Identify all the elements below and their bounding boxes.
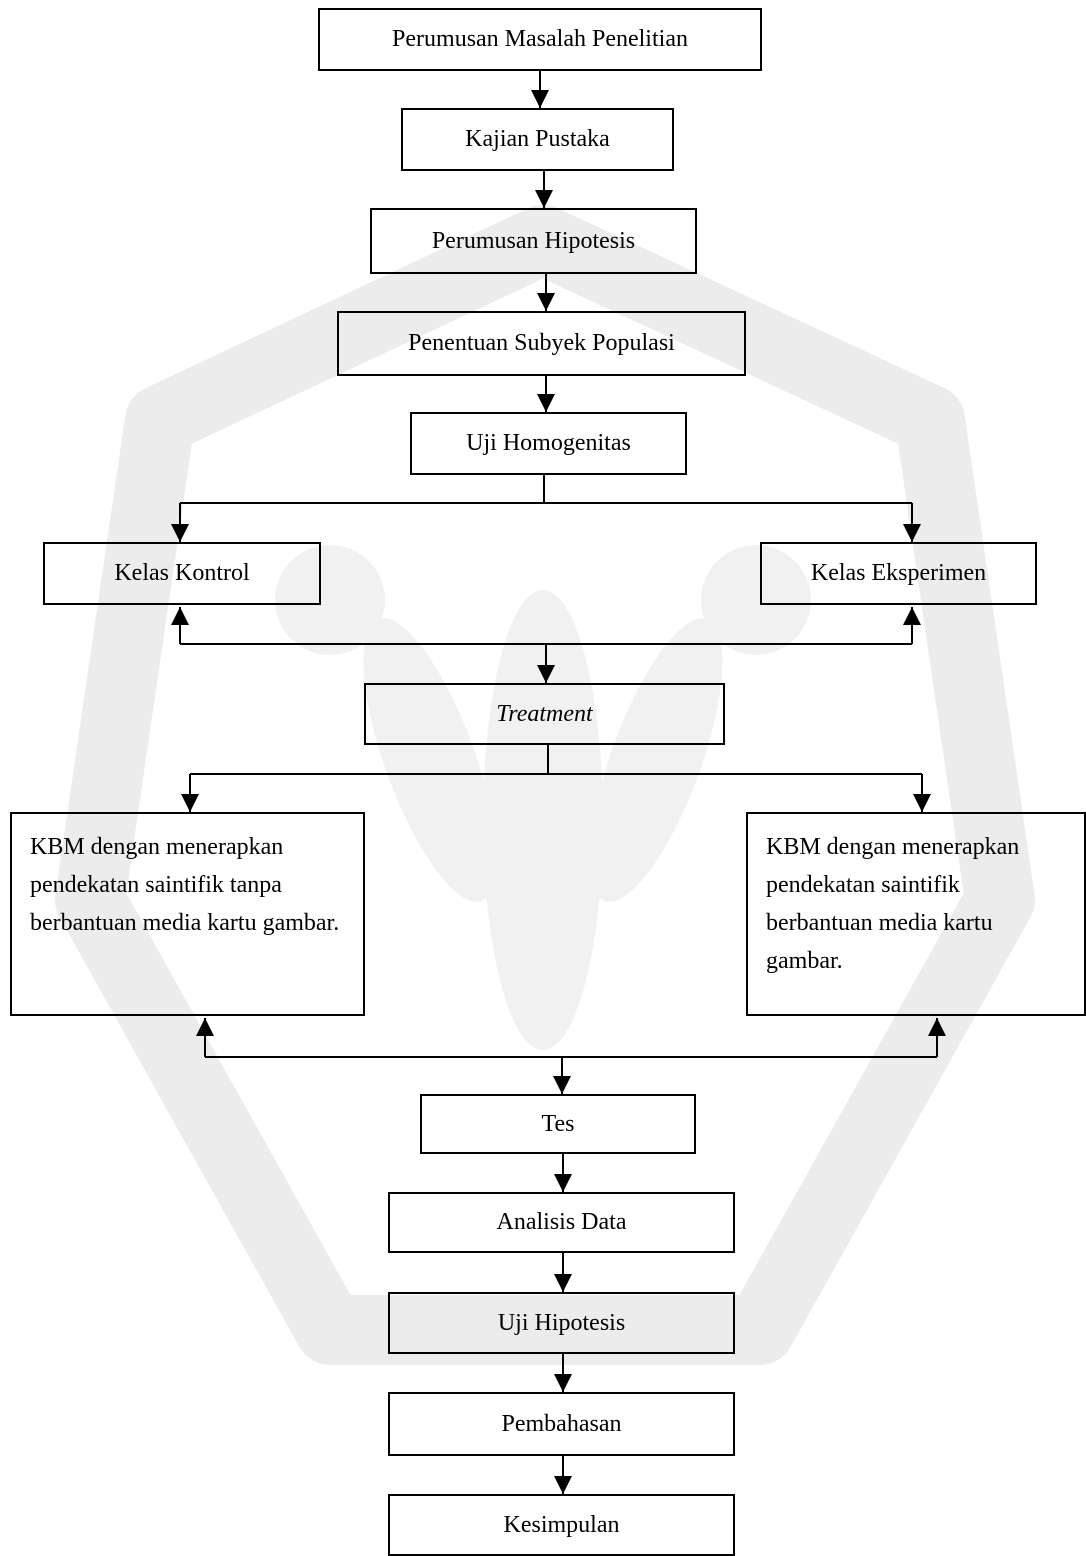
kbm-kontrol-label: KBM dengan menerapkan pendekatan saintif… xyxy=(30,834,340,936)
uji-homogenitas-label: Uji Homogenitas xyxy=(466,430,631,457)
treatment-box: Treatment xyxy=(364,683,725,745)
perumusan-hipotesis-label: Perumusan Hipotesis xyxy=(431,227,636,254)
kajian-pustaka-box: Kajian Pustaka xyxy=(401,108,674,171)
pembahasan-box: Pembahasan xyxy=(388,1392,735,1456)
pembahasan-label: Pembahasan xyxy=(501,1410,622,1437)
penentuan-subyek-box: Penentuan Subyek Populasi xyxy=(337,311,746,376)
analisis-data-label: Analisis Data xyxy=(496,1209,627,1236)
penentuan-subyek-label: Penentuan Subyek Populasi xyxy=(408,330,675,357)
uji-hipotesis-box: Uji Hipotesis xyxy=(388,1292,735,1354)
kesimpulan-label: Kesimpulan xyxy=(503,1511,620,1538)
split-treatment xyxy=(190,745,922,775)
split-homogenitas xyxy=(180,475,912,504)
kelas-eksperimen-label: Kelas Eksperimen xyxy=(810,560,987,587)
kelas-kontrol-box: Kelas Kontrol xyxy=(43,542,321,605)
kelas-eksperimen-box: Kelas Eksperimen xyxy=(760,542,1037,605)
perumusan-masalah-box: Perumusan Masalah Penelitian xyxy=(318,8,762,71)
kbm-eksperimen-label: KBM dengan menerapkan pendekatan saintif… xyxy=(766,834,1020,974)
kbm-kontrol-box: KBM dengan menerapkan pendekatan saintif… xyxy=(10,812,365,1016)
kelas-kontrol-label: Kelas Kontrol xyxy=(114,560,250,587)
tes-label: Tes xyxy=(541,1110,575,1137)
perumusan-masalah-label: Perumusan Masalah Penelitian xyxy=(392,26,688,53)
kbm-eksperimen-box: KBM dengan menerapkan pendekatan saintif… xyxy=(746,812,1086,1016)
kesimpulan-box: Kesimpulan xyxy=(388,1494,735,1556)
uji-hipotesis-label: Uji Hipotesis xyxy=(497,1309,626,1336)
uji-homogenitas-box: Uji Homogenitas xyxy=(410,412,687,475)
analisis-data-box: Analisis Data xyxy=(388,1192,735,1253)
tes-box: Tes xyxy=(420,1094,696,1154)
kajian-pustaka-label: Kajian Pustaka xyxy=(465,126,610,153)
treatment-label: Treatment xyxy=(496,700,593,727)
perumusan-hipotesis-box: Perumusan Hipotesis xyxy=(370,208,697,274)
